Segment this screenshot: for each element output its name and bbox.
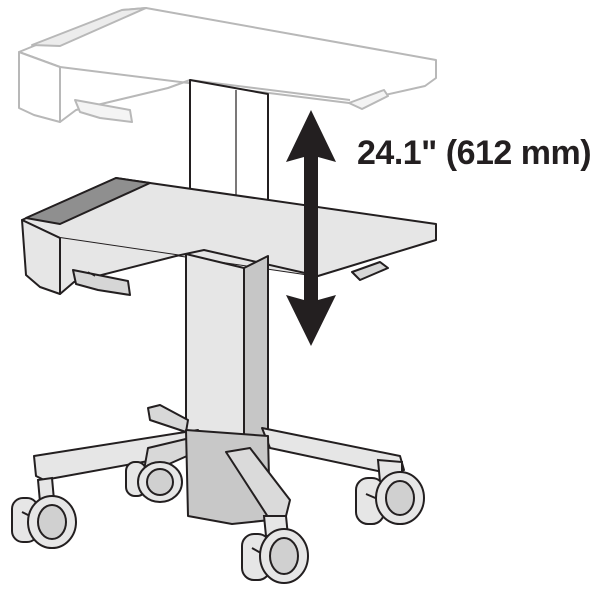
cart-base: [33, 404, 405, 525]
caster-front: [241, 515, 309, 584]
height-dimension-label: 24.1" (612 mm): [357, 134, 592, 172]
raised-worksurface: [18, 7, 437, 123]
caster-right: [355, 458, 425, 525]
column-lower: [185, 253, 269, 443]
caster-left: [11, 476, 77, 549]
caster-rear-left: [125, 461, 183, 503]
lower-worksurface: [21, 177, 437, 296]
height-travel-arrow: [286, 110, 336, 346]
